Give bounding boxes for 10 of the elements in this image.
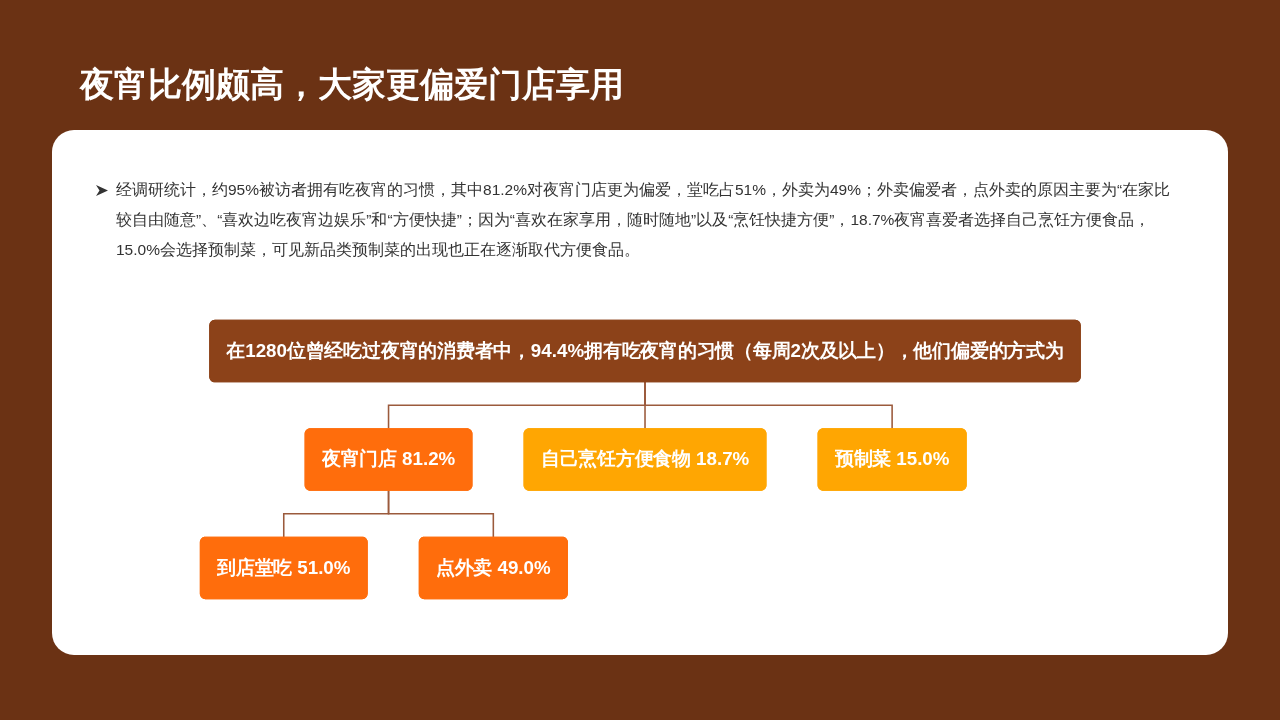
summary-paragraph: 经调研统计，约95%被访者拥有吃夜宵的习惯，其中81.2%对夜宵门店更为偏爱，堂吃占51%，外卖为49%；外卖偏爱者，点外卖的原因主要为“在家比较自由随意”、“喜欢边吃夜宵边娱乐”和“方便快捷”；因为“喜欢在家享用，随时随地”以及“烹饪快捷方便”，18.7%夜宵喜爱者选择自己烹饪方便食品，15.0%会选择预制菜，可见新品类预制菜的出现也正在逐渐取代方便食品。 <box>116 180 1172 260</box>
summary-box: 在1280位曾经吃过夜宵的消费者中，94.4%拥有吃夜宵的习惯（每周2次及以上），他们偏爱的方式为 <box>208 319 1081 383</box>
category-box: 点外卖 49.0% <box>418 536 568 600</box>
connector-line <box>643 381 893 430</box>
connector-line <box>387 489 494 538</box>
category-box: 预制菜 15.0% <box>817 428 967 491</box>
category-box: 夜宵门店 81.2% <box>304 428 473 491</box>
slide-title: 夜宵比例颇高，大家更偏爱门店享用 <box>80 64 624 105</box>
category-box: 自己烹饪方便食物 18.7% <box>523 428 767 491</box>
category-box: 到店堂吃 51.0% <box>199 536 368 600</box>
